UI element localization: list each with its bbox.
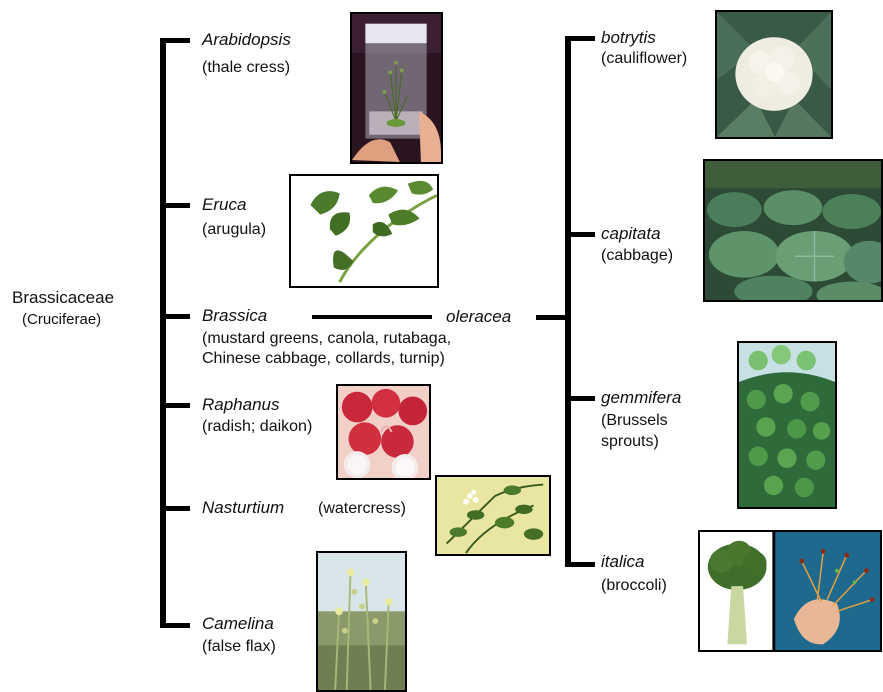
- eruca-photo: [289, 174, 439, 288]
- genus-arabidopsis-common: (thale cress): [202, 58, 290, 78]
- variety-botrytis-name: botrytis: [601, 28, 656, 48]
- italica-photo: [698, 530, 882, 652]
- branch-eruca: [160, 203, 190, 208]
- branch-arabidopsis: [160, 38, 190, 43]
- nasturtium-photo: [435, 475, 551, 556]
- variety-capitata-name: capitata: [601, 224, 661, 244]
- branch-nasturtium: [160, 506, 190, 511]
- capitata-photo: [703, 159, 883, 302]
- brassica-oleracea-connector: [312, 315, 432, 319]
- genus-raphanus-name: Raphanus: [202, 395, 280, 415]
- branch-brassica: [160, 314, 190, 319]
- variety-italica-name: italica: [601, 552, 644, 572]
- variety-botrytis-common: (cauliflower): [601, 49, 687, 69]
- variety-gemmifera-common-2: sprouts): [601, 432, 659, 452]
- gemmifera-photo: [737, 341, 837, 509]
- variety-italica-common: (broccoli): [601, 576, 667, 596]
- arabidopsis-photo: [350, 12, 443, 164]
- genus-brassica-common-2: Chinese cabbage, collards, turnip): [202, 349, 445, 369]
- branch-gemmifera: [565, 396, 595, 401]
- branch-raphanus: [160, 403, 190, 408]
- genus-raphanus-common: (radish; daikon): [202, 417, 312, 437]
- species-oleracea-name: oleracea: [446, 307, 511, 327]
- branch-camelina: [160, 623, 190, 628]
- variety-capitata-common: (cabbage): [601, 246, 673, 266]
- variety-bracket-vertical: [565, 36, 571, 567]
- root-family-label: Brassicaceae: [12, 288, 114, 308]
- camelina-photo: [316, 551, 407, 692]
- genus-brassica-name: Brassica: [202, 306, 267, 326]
- genus-arabidopsis-name: Arabidopsis: [202, 30, 291, 50]
- genus-eruca-name: Eruca: [202, 195, 246, 215]
- genus-eruca-common: (arugula): [202, 220, 266, 240]
- genus-nasturtium-common: (watercress): [318, 499, 406, 519]
- variety-gemmifera-name: gemmifera: [601, 388, 681, 408]
- root-family-alt-label: (Cruciferae): [22, 310, 101, 330]
- genus-nasturtium-name: Nasturtium: [202, 498, 284, 518]
- genus-brassica-common-1: (mustard greens, canola, rutabaga,: [202, 329, 451, 349]
- genus-bracket-vertical: [160, 38, 166, 628]
- variety-gemmifera-common-1: (Brussels: [601, 411, 668, 431]
- genus-camelina-common: (false flax): [202, 637, 276, 657]
- branch-botrytis: [565, 36, 595, 41]
- genus-camelina-name: Camelina: [202, 614, 274, 634]
- branch-italica: [565, 562, 595, 567]
- raphanus-photo: [336, 384, 431, 480]
- branch-capitata: [565, 232, 595, 237]
- botrytis-photo: [715, 10, 833, 139]
